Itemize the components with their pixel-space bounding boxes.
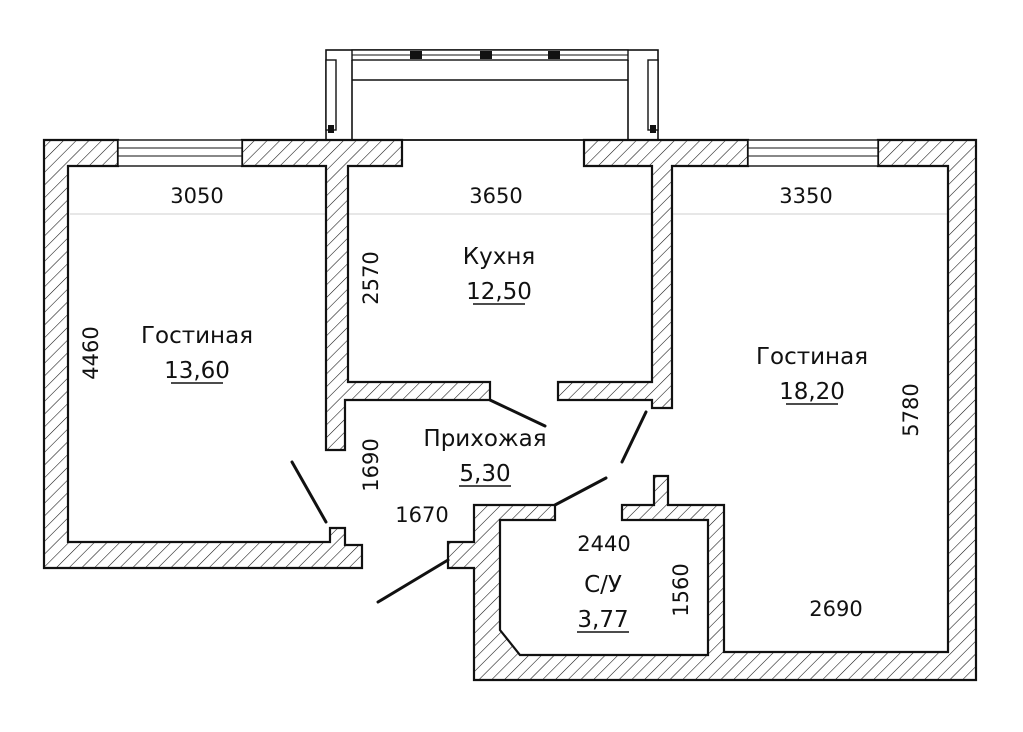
room-area-living-right: 18,20 — [779, 379, 845, 405]
dim-hallway-depth: 1690 — [359, 438, 383, 491]
dim-bathroom-depth: 1560 — [669, 563, 693, 616]
dim-kitchen-depth: 2570 — [359, 251, 383, 304]
room-area-kitchen: 12,50 — [466, 279, 532, 305]
door-bathroom — [553, 476, 608, 507]
door-entrance — [376, 558, 450, 604]
wall-top-right — [556, 138, 750, 410]
room-name-living-left: Гостиная — [141, 323, 253, 349]
dim-bathroom-width: 2440 — [577, 532, 630, 556]
room-name-hallway: Прихожая — [423, 426, 546, 452]
door-kitchen — [488, 398, 547, 428]
balcony — [325, 49, 659, 141]
window-right-room — [747, 139, 879, 167]
room-name-bathroom: С/У — [584, 572, 622, 598]
doors — [290, 398, 648, 604]
room-name-living-right: Гостиная — [756, 344, 868, 370]
dim-living-right-width: 3350 — [779, 184, 832, 208]
windows — [117, 139, 879, 167]
dim-kitchen-width: 3650 — [469, 184, 522, 208]
dim-living-left-depth: 4460 — [79, 326, 103, 379]
dim-living-right-depth: 5780 — [899, 383, 923, 436]
room-labels: Гостиная 13,60 Кухня 12,50 Гостиная 18,2… — [141, 244, 868, 633]
room-area-bathroom: 3,77 — [577, 607, 628, 633]
dim-hallway-width: 1670 — [395, 503, 448, 527]
window-left-room — [117, 139, 243, 167]
door-living-left — [290, 460, 328, 524]
dim-living-left-width: 3050 — [170, 184, 223, 208]
room-area-hallway: 5,30 — [459, 461, 510, 487]
door-living-right — [620, 410, 648, 464]
room-name-kitchen: Кухня — [463, 244, 535, 270]
dimension-labels: 3050 3650 3350 4460 2570 5780 1690 1670 … — [79, 184, 923, 621]
dim-living-right-bottom-width: 2690 — [809, 597, 862, 621]
room-area-living-left: 13,60 — [164, 358, 230, 384]
wall-right-room — [446, 138, 978, 682]
